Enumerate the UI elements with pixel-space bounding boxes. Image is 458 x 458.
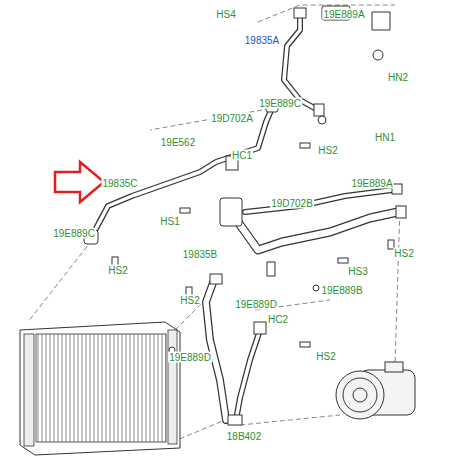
callout-label: HS2 <box>315 351 336 362</box>
callout-label: HS3 <box>347 266 368 277</box>
callout-label: HS4 <box>215 9 236 20</box>
fitting <box>294 8 306 18</box>
nut <box>373 50 383 60</box>
fitting <box>228 415 242 425</box>
compressor-hub <box>353 388 367 402</box>
callout-label: 18B402 <box>226 431 262 442</box>
callout-label: HS2 <box>393 248 414 259</box>
hose <box>238 212 398 250</box>
fitting <box>254 322 266 334</box>
callout-label: 19E889D <box>168 352 212 363</box>
assembly-line <box>395 205 400 365</box>
callout-label: HS1 <box>159 216 180 227</box>
hose-core <box>92 14 398 420</box>
callout-label: HC1 <box>231 150 253 161</box>
hose <box>238 212 398 250</box>
assembly-line <box>150 110 262 130</box>
nut <box>318 116 326 124</box>
pipe <box>284 14 318 110</box>
condenser-tank <box>168 330 177 444</box>
callout-label: HS2 <box>317 145 338 156</box>
compressor-pulley <box>343 378 377 412</box>
callout-label: HC2 <box>267 314 289 325</box>
callout-label: 19835B <box>182 249 218 260</box>
compressor-port <box>385 362 403 372</box>
bolt <box>300 143 310 148</box>
assembly-line <box>28 240 92 322</box>
fitting <box>396 206 406 218</box>
valve <box>267 262 275 276</box>
nut <box>314 104 324 116</box>
bolt <box>338 258 348 263</box>
hose <box>206 280 226 420</box>
assembly-line <box>28 5 400 445</box>
pipe <box>236 330 260 420</box>
fittings <box>84 6 406 425</box>
callout-label: 19E889B <box>320 285 363 296</box>
pointer-arrow <box>55 162 104 202</box>
hose-outline <box>92 14 398 420</box>
fitting <box>210 274 222 284</box>
bracket <box>372 12 390 30</box>
callout-label: HN2 <box>387 72 409 83</box>
bolt <box>180 208 190 213</box>
pipe <box>92 108 272 236</box>
callout-label: HS2 <box>179 295 200 306</box>
bolt <box>300 342 310 347</box>
callout-label: 19835C <box>101 178 138 189</box>
callout-label: 19E562 <box>160 137 196 148</box>
pipe <box>245 190 392 212</box>
o-ring <box>313 285 319 291</box>
hose <box>206 280 226 420</box>
pipe <box>284 14 318 110</box>
callout-label: 19E889D <box>234 299 278 310</box>
condenser-core <box>36 334 166 442</box>
callout-label: HN1 <box>374 132 396 143</box>
pipe <box>245 190 392 212</box>
condenser-tank <box>24 334 34 446</box>
condenser <box>20 322 180 455</box>
callout-label: 19E889A <box>350 178 393 189</box>
assembly-line <box>240 415 340 425</box>
callout-label: 19E889A <box>322 9 365 20</box>
compressor-pulley <box>336 371 384 419</box>
compressor <box>336 362 415 419</box>
callout-label: HS2 <box>107 265 128 276</box>
callout-label: 19835A <box>244 35 280 46</box>
callout-label: 19E889C <box>258 98 302 109</box>
callout-label: 19E889C <box>52 228 96 239</box>
pipe <box>236 330 260 420</box>
condenser-outline <box>20 322 180 455</box>
callout-label: 19D702A <box>210 113 254 124</box>
pipe <box>92 108 272 236</box>
callout-label: 19D702B <box>270 198 314 209</box>
bracket <box>220 198 242 226</box>
